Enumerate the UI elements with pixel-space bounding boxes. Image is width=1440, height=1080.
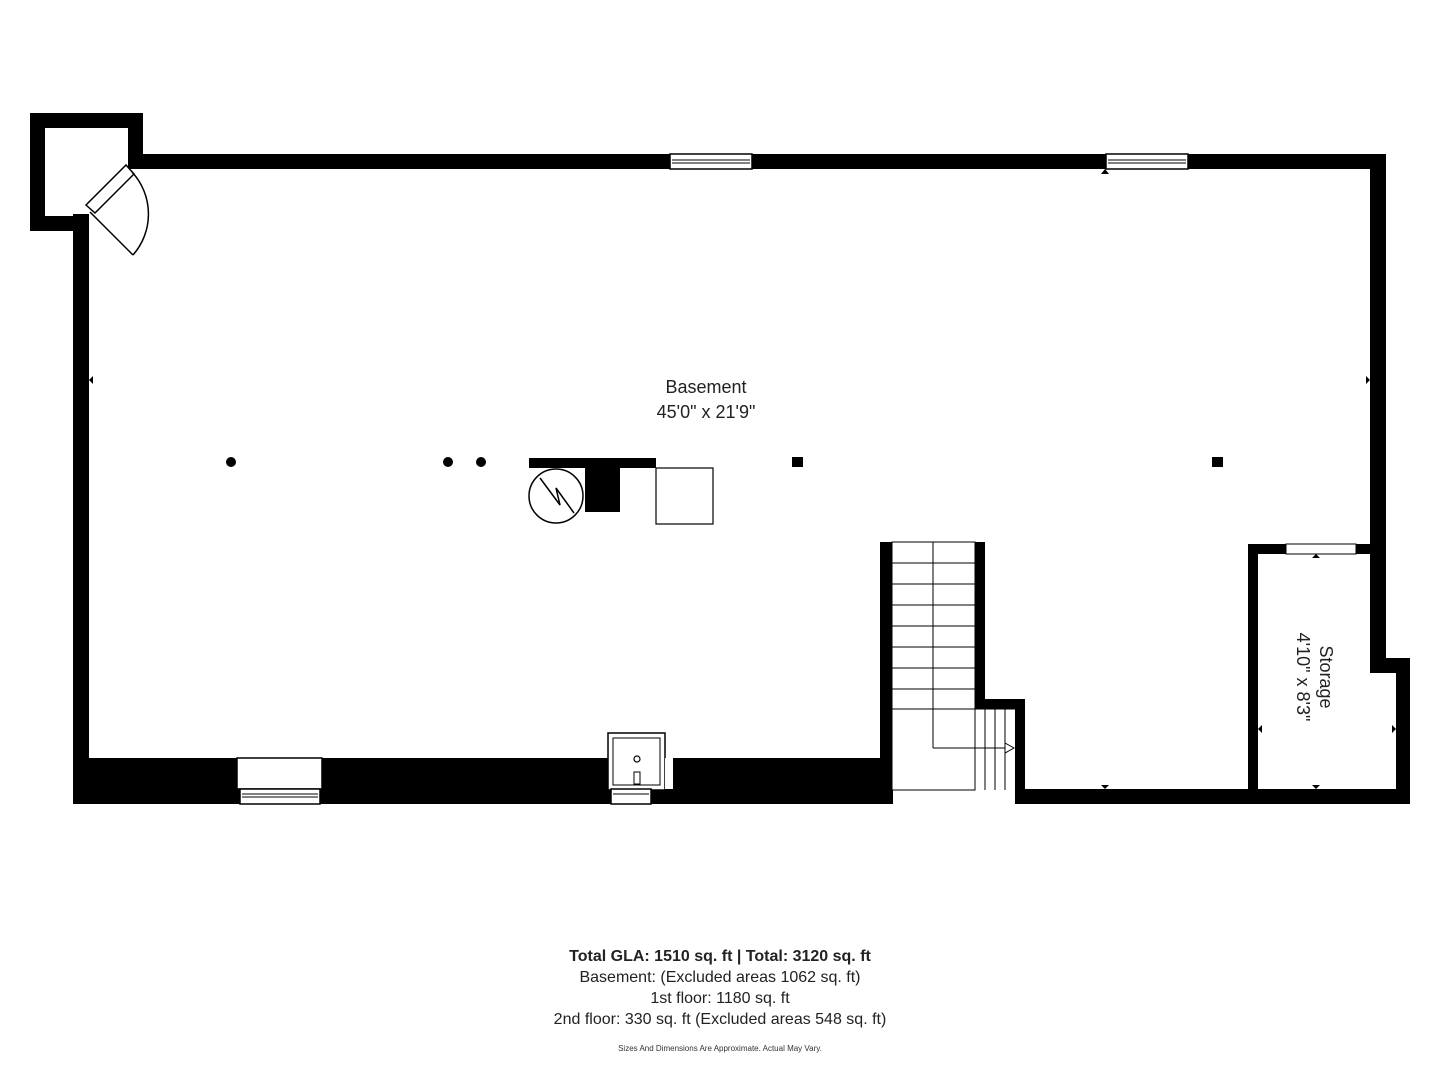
furnace-icon — [655, 467, 714, 525]
disclaimer: Sizes And Dimensions Are Approximate. Ac… — [618, 1044, 822, 1053]
storage-room-name: Storage — [1316, 645, 1336, 708]
utility-sink — [607, 732, 673, 805]
first-floor-area: 1st floor: 1180 sq. ft — [650, 990, 790, 1007]
right-wall — [1370, 154, 1386, 666]
storage-door[interactable] — [1285, 543, 1357, 555]
right-wall-lower — [1396, 658, 1410, 804]
basement-area: Basement: (Excluded areas 1062 sq. ft) — [579, 969, 861, 986]
area-summary: Total GLA: 1510 sq. ft | Total: 3120 sq.… — [0, 946, 1440, 1030]
window-top-2 — [1105, 153, 1189, 170]
top-wall — [140, 154, 1386, 169]
dimension-markers — [89, 169, 1396, 789]
window-top-1 — [669, 153, 753, 170]
bottom-wall-right — [1016, 789, 1410, 804]
corner-closet — [30, 113, 143, 231]
mechanical-equipment — [528, 458, 714, 525]
storage-room-dimensions: 4'10" x 8'3" — [1293, 633, 1313, 722]
storage-walls — [1248, 544, 1372, 804]
exterior-walls — [73, 154, 1410, 804]
staircase — [880, 541, 1025, 804]
basement-room-dimensions: 45'0" x 21'9" — [657, 402, 756, 422]
support-columns — [226, 457, 1223, 467]
storage-label: Storage 4'10" x 8'3" — [1293, 633, 1336, 722]
corner-door[interactable] — [84, 163, 150, 256]
basement-room-name: Basement — [665, 377, 746, 397]
total-area: Total GLA: 1510 sq. ft | Total: 3120 sq.… — [569, 948, 871, 965]
bottom-wall-left — [73, 758, 893, 804]
window-bottom-1 — [236, 757, 323, 805]
second-floor-area: 2nd floor: 330 sq. ft (Excluded areas 54… — [553, 1011, 887, 1028]
left-wall — [73, 214, 89, 804]
water-heater-icon — [528, 468, 584, 524]
